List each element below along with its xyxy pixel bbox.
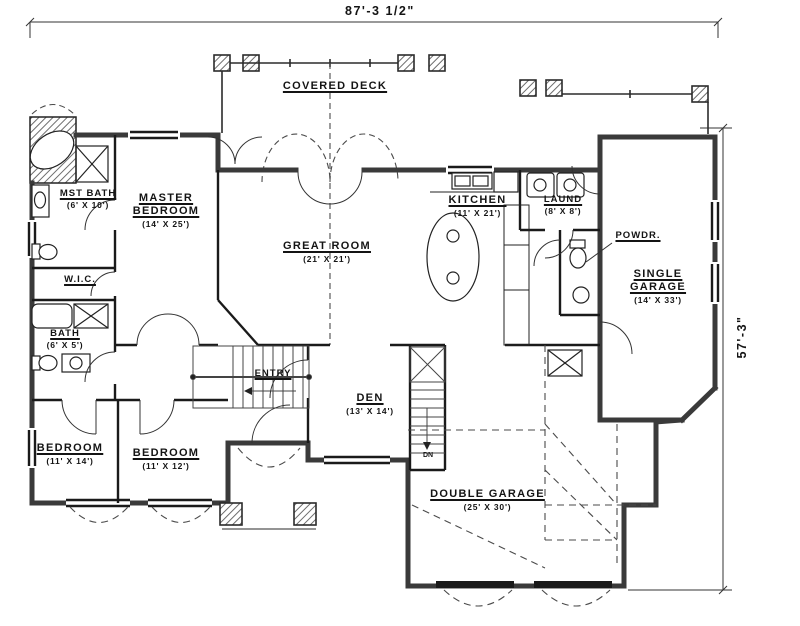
- fixtures: [29, 130, 590, 377]
- main-staircase: [190, 345, 312, 409]
- dimension-right-label: 57'-3": [735, 315, 749, 359]
- dimension-top-label: 87'-3 1/2": [345, 4, 415, 18]
- garage-doors: [436, 581, 612, 588]
- exterior-walls: [29, 132, 719, 589]
- ceiling-dashed-lines: [31, 63, 399, 345]
- windows: [27, 130, 720, 508]
- basement-staircase: [409, 346, 446, 454]
- door-arcs: [61, 136, 633, 444]
- deck-rails: [221, 59, 709, 134]
- deck-structure: [213, 54, 709, 103]
- porch-columns: [219, 502, 317, 526]
- powder-leader-line: [585, 242, 613, 263]
- dimension-lines: [25, 17, 732, 595]
- roof-dashed-lines: [69, 345, 656, 607]
